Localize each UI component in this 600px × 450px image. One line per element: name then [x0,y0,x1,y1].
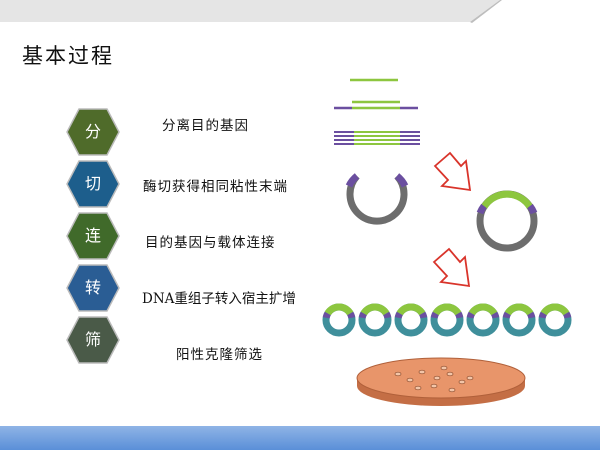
arrow-to-amplification [432,247,471,288]
colony [440,365,448,371]
plasmid-copy [538,303,572,337]
bottom-banner [0,426,600,450]
step-label-screen: 阳性克隆筛选 [176,347,263,363]
step-char: 转 [84,278,101,297]
step-icon-screen: 筛 [66,316,120,364]
amplified-plasmids [322,303,572,337]
plasmid-copy [466,303,500,337]
colony [466,375,474,381]
step-char: 分 [84,122,101,141]
plasmid-copy [430,303,464,337]
colony [418,369,426,375]
petri-dish [356,357,526,406]
plasmid-copy [502,303,536,337]
dna-stack [334,131,420,145]
step-char: 筛 [84,330,101,349]
colony [430,383,438,389]
open-plasmid [345,173,409,225]
step-label-ligate: 目的基因与载体连接 [145,235,276,251]
colonies [394,365,474,393]
colony [433,375,441,381]
colony [458,379,466,385]
step-icon-transform: 转 [66,264,120,312]
step-char: 切 [84,174,101,193]
arrow-to-recombinant [433,151,472,192]
colony [446,371,454,377]
slide-title: 基本过程 [22,44,114,68]
step-label-transform: DNA重组子转入宿主扩增 [142,291,296,307]
colony [394,371,402,377]
plasmid-copy [358,303,392,337]
recombinant-plasmid [476,190,538,252]
colony [414,385,422,391]
step-label-separate: 分离目的基因 [162,118,249,134]
top-banner [0,0,502,23]
step-char: 连 [84,226,101,245]
colony [448,387,456,393]
step-icon-ligate: 连 [66,212,120,260]
step-label-cut: 酶切获得相同粘性末端 [143,179,288,195]
colony [406,377,414,383]
step-icon-separate: 分 [66,108,120,156]
plasmid-copy [394,303,428,337]
plasmid-copy [322,303,356,337]
step-icon-cut: 切 [66,160,120,208]
dna-fragments [334,78,418,110]
